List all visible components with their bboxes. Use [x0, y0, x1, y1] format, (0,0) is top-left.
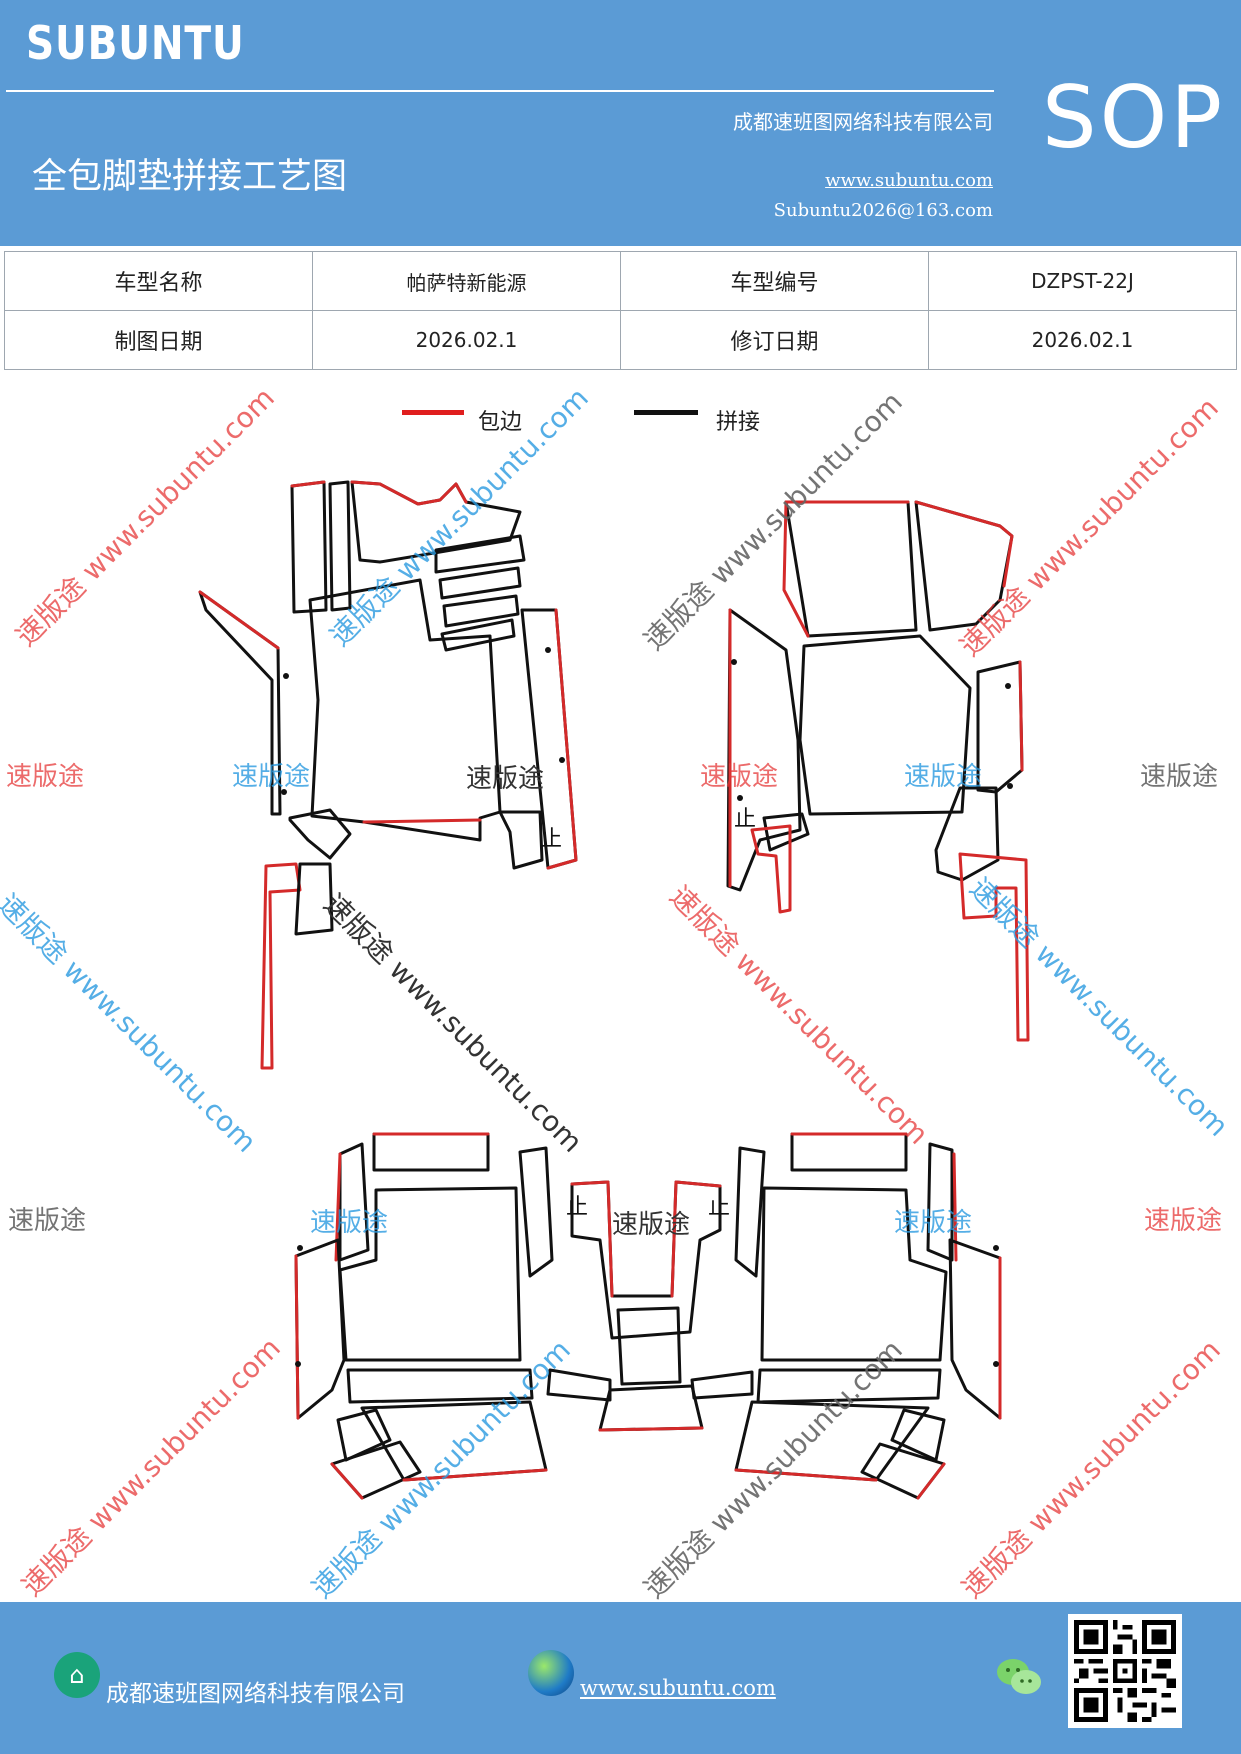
mat-diagram: 止 止 止 止: [198, 480, 1030, 1500]
center-tunnel-mat: [546, 1180, 754, 1432]
header-email: Subuntu2026@163.com: [773, 200, 993, 221]
watermark-brand: 速版途: [612, 1210, 691, 1240]
value-model-code: DZPST-22J: [928, 251, 1237, 311]
watermark-brand: 速版途: [1144, 1206, 1223, 1236]
rear-left-mat: [294, 1132, 554, 1500]
table-row: 车型名称 帕萨特新能源 车型编号 DZPST-22J: [4, 251, 1237, 311]
legend-edge-swatch: [402, 410, 464, 415]
header-divider: [6, 90, 994, 92]
header-banner: SUBUNTU 成都速班图网络科技有限公司 全包脚垫拼接工艺图 www.subu…: [0, 0, 1241, 246]
stop-mark: 止: [734, 807, 756, 832]
watermark-brand: 速版途: [232, 762, 311, 792]
legend-join-label: 拼接: [716, 410, 761, 435]
watermark-brand: 速版途: [700, 762, 779, 792]
qr-code-icon: [1068, 1614, 1182, 1728]
footer-website-link[interactable]: www.subuntu.com: [580, 1676, 776, 1700]
wechat-icon: [997, 1659, 1041, 1694]
legend-edge-label: 包边: [478, 410, 523, 435]
watermark-brand: 速版途: [310, 1208, 389, 1238]
front-left-mat: [198, 480, 578, 1070]
stop-mark: 止: [540, 827, 562, 852]
watermark-brand: 速版途: [894, 1208, 973, 1238]
label-revise-date: 修订日期: [620, 310, 929, 370]
info-table: 车型名称 帕萨特新能源 车型编号 DZPST-22J 制图日期 2026.02.…: [4, 251, 1237, 370]
label-model-code: 车型编号: [620, 251, 929, 311]
footer-company: 成都速班图网络科技有限公司: [106, 1681, 405, 1707]
header-company: 成都速班图网络科技有限公司: [733, 110, 993, 134]
header-website-link[interactable]: www.subuntu.com: [825, 170, 993, 191]
value-model-name: 帕萨特新能源: [312, 251, 621, 311]
page-title: 全包脚垫拼接工艺图: [32, 157, 348, 197]
footer-banner: ⌂ 成都速班图网络科技有限公司 www.subuntu.com: [0, 1602, 1241, 1754]
value-draw-date: 2026.02.1: [312, 310, 621, 370]
legend-join-swatch: [634, 410, 698, 415]
watermark-brand: 速版途: [904, 762, 983, 792]
rear-right-mat: [734, 1132, 1002, 1500]
sop-badge: SOP: [1042, 68, 1226, 168]
home-icon: ⌂: [54, 1652, 100, 1698]
watermark-brand: 速版途: [1140, 762, 1219, 792]
globe-icon: [528, 1650, 574, 1696]
label-model-name: 车型名称: [4, 251, 313, 311]
front-right-mat: [726, 500, 1030, 1042]
stop-mark: 止: [708, 1195, 730, 1220]
label-draw-date: 制图日期: [4, 310, 313, 370]
watermark-brand: 速版途: [8, 1206, 87, 1236]
watermark-brand: 速版途: [6, 762, 85, 792]
table-row: 制图日期 2026.02.1 修订日期 2026.02.1: [4, 310, 1237, 370]
brand-logo: SUBUNTU: [26, 16, 245, 70]
value-revise-date: 2026.02.1: [928, 310, 1237, 370]
watermark-brand: 速版途: [466, 764, 545, 794]
stop-mark: 止: [566, 1195, 588, 1220]
